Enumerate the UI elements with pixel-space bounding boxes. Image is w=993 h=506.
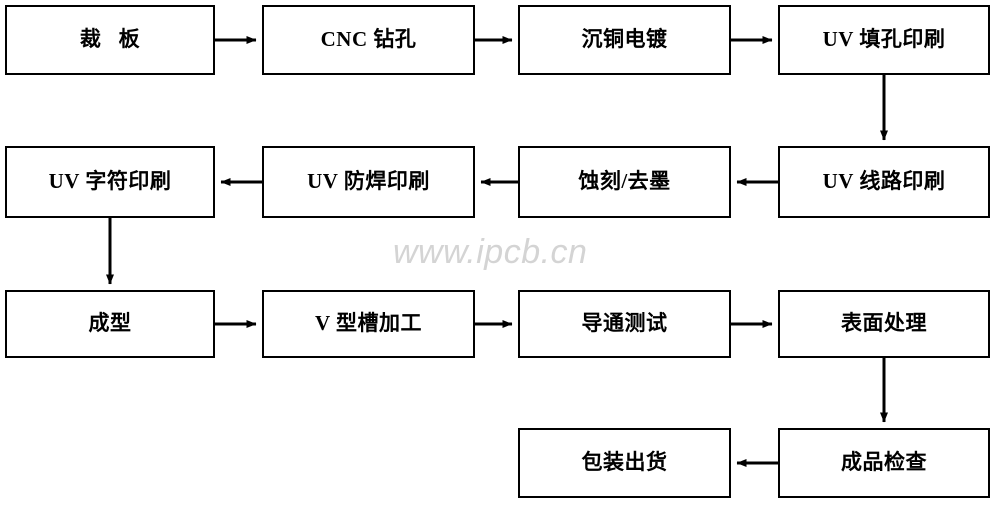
process-node-n5[interactable]: UV 线路印刷	[778, 146, 990, 218]
process-node-n1[interactable]: 裁 板	[5, 5, 215, 75]
process-node-n12[interactable]: 表面处理	[778, 290, 990, 358]
process-node-n11[interactable]: 导通测试	[518, 290, 731, 358]
process-node-n8[interactable]: UV 字符印刷	[5, 146, 215, 218]
process-node-label: CNC 钻孔	[320, 27, 417, 52]
process-node-label: UV 填孔印刷	[822, 27, 946, 52]
process-node-label: UV 线路印刷	[822, 169, 946, 194]
process-node-label: 成型	[88, 311, 132, 336]
process-node-label: V 型槽加工	[314, 311, 423, 336]
process-node-label: UV 防焊印刷	[307, 169, 430, 194]
process-node-n10[interactable]: V 型槽加工	[262, 290, 475, 358]
process-node-n6[interactable]: 蚀刻/去墨	[518, 146, 731, 218]
process-node-label: 成品检查	[841, 450, 927, 475]
process-node-n7[interactable]: UV 防焊印刷	[262, 146, 475, 218]
process-node-n14[interactable]: 成品检查	[778, 428, 990, 498]
process-node-label: 导通测试	[581, 311, 668, 336]
process-node-n3[interactable]: 沉铜电镀	[518, 5, 731, 75]
process-node-label: UV 字符印刷	[48, 169, 172, 194]
process-node-label: 表面处理	[841, 311, 927, 336]
process-node-label: 蚀刻/去墨	[578, 169, 671, 194]
process-node-n4[interactable]: UV 填孔印刷	[778, 5, 990, 75]
process-node-label: 沉铜电镀	[581, 27, 668, 52]
site-watermark: www.ipcb.cn	[393, 233, 588, 271]
process-node-n2[interactable]: CNC 钻孔	[262, 5, 475, 75]
process-node-label: 包装出货	[581, 450, 668, 475]
process-node-n13[interactable]: 包装出货	[518, 428, 731, 498]
process-node-n9[interactable]: 成型	[5, 290, 215, 358]
process-node-label: 裁 板	[79, 27, 141, 52]
